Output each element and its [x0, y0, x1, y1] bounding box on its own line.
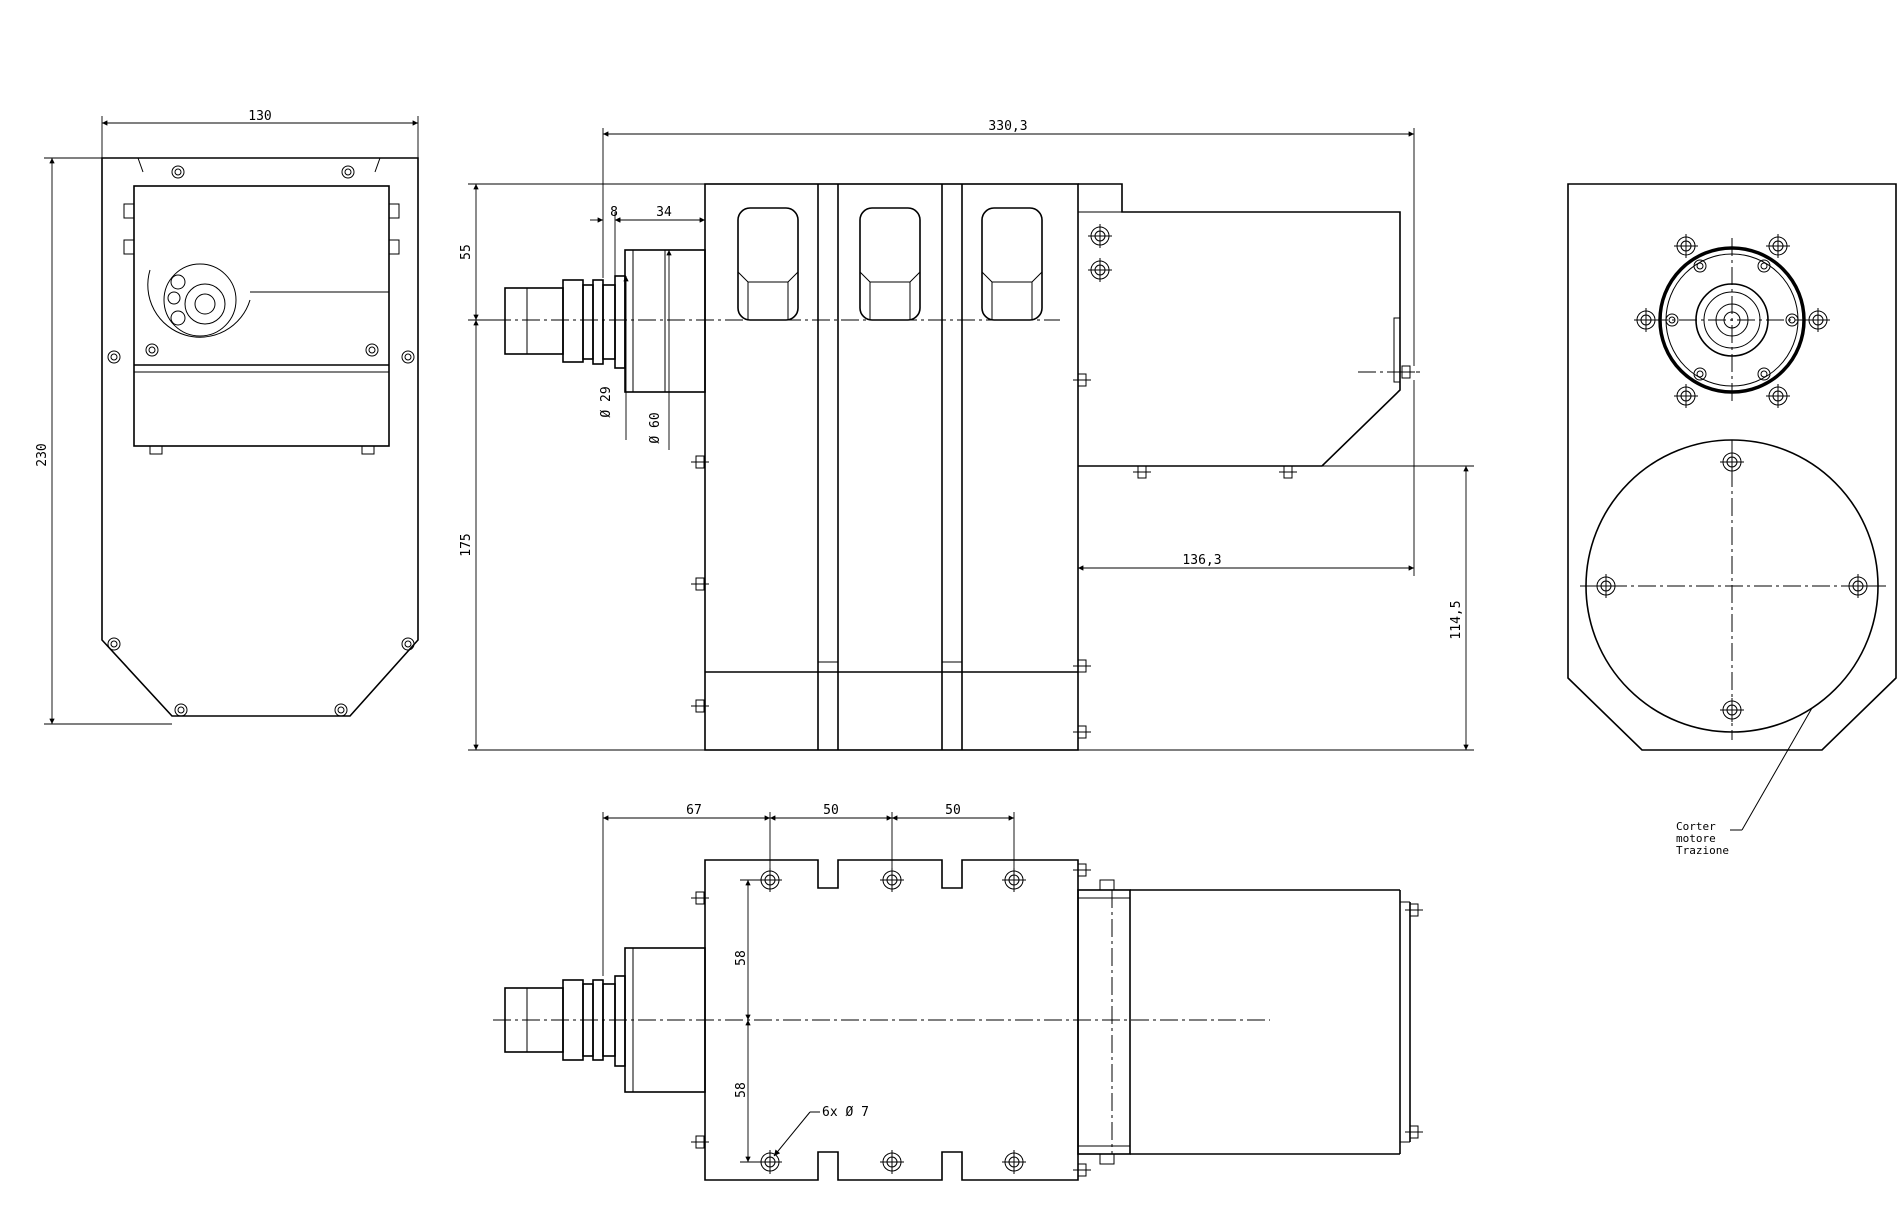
dim-34: 34 [656, 205, 672, 220]
right-view [1567, 183, 1897, 831]
dim-diameter-60: Ø 60 [648, 412, 663, 443]
dim-130: 130 [248, 109, 271, 124]
dim-114-5: 114,5 [1449, 600, 1464, 639]
left-view [44, 116, 419, 725]
dim-55: 55 [459, 244, 474, 260]
dim-230: 230 [35, 443, 50, 466]
dim-175: 175 [459, 533, 474, 556]
note-line-2: motore [1676, 832, 1716, 845]
dim-58-lower: 58 [734, 1082, 749, 1098]
dim-67: 67 [686, 803, 702, 818]
dim-8: 8 [610, 205, 618, 220]
dim-diameter-29: Ø 29 [599, 386, 614, 417]
dim-50-second: 50 [945, 803, 961, 818]
bottom-view [493, 812, 1424, 1181]
hole-callout: 6x Ø 7 [822, 1105, 869, 1120]
dim-50-first: 50 [823, 803, 839, 818]
dim-330-3: 330,3 [988, 119, 1027, 134]
dim-136-3: 136,3 [1182, 553, 1221, 568]
front-view [468, 128, 1474, 751]
dim-58-upper: 58 [734, 950, 749, 966]
note-line-1: Corter [1676, 820, 1716, 833]
note-line-3: Trazione [1676, 844, 1729, 857]
